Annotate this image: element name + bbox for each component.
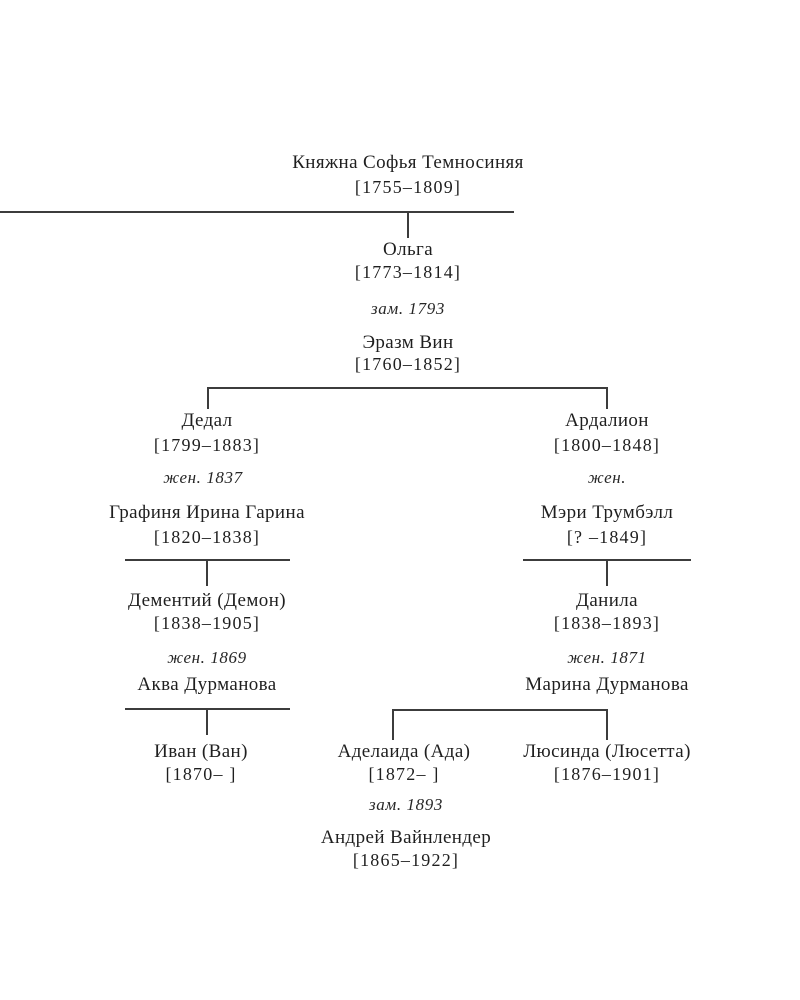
person-name-ivan: Иван (Ван) (154, 741, 248, 762)
person-dates-lucetta: [1876–1901] (553, 764, 661, 784)
person-name-dementiy: Дементий (Демон) (127, 590, 287, 611)
bracket-gen2-left-vertical (207, 387, 209, 409)
person-dates-erasm: [1760–1852] (354, 354, 462, 374)
marriage-label-ada: зам. 1893 (369, 795, 443, 814)
person-dates-ada: [1872– ] (368, 764, 440, 784)
person-dates-ardalion: [1800–1848] (553, 435, 661, 455)
bracket-gen2-right-vertical (606, 387, 608, 409)
person-name-olga: Ольга (382, 239, 434, 260)
person-name-sofia: Княжна Софья Темносиняя (292, 152, 524, 173)
person-dates-sofia: [1755–1809] (354, 177, 462, 197)
tee-ivan-vertical (206, 708, 208, 735)
marriage-label-ardalion: жен. (587, 468, 627, 487)
person-dates-andrey: [1865–1922] (352, 850, 460, 870)
person-dates-mary: [? –1849] (566, 527, 648, 547)
marriage-label-dementiy: жен. 1869 (167, 648, 247, 667)
person-name-erasm: Эразм Вин (362, 332, 454, 353)
bracket-gen2-horizontal (207, 387, 608, 389)
bracket-gen5-right-vertical (606, 709, 608, 740)
person-dates-olga: [1773–1814] (354, 262, 462, 282)
person-name-lucetta: Люсинда (Люсетта) (523, 741, 691, 762)
person-dates-danila: [1838–1893] (553, 613, 661, 633)
person-name-irina: Графиня Ирина Гарина (109, 502, 305, 523)
tee-dementiy-vertical (206, 559, 208, 586)
person-name-mary: Мэри Трумбэлл (540, 502, 674, 523)
person-dates-dedal: [1799–1883] (153, 435, 261, 455)
person-name-andrey: Андрей Вайнлендер (320, 827, 492, 848)
person-dates-ivan: [1870– ] (165, 764, 237, 784)
person-name-marina: Марина Дурманова (525, 674, 689, 695)
connector-top-vertical-olga (407, 211, 409, 238)
bracket-gen5-horizontal (392, 709, 608, 711)
person-dates-irina: [1820–1838] (153, 527, 261, 547)
person-name-ardalion: Ардалион (565, 410, 649, 431)
connector-top-horizontal (0, 211, 514, 213)
person-dates-dementiy: [1838–1905] (153, 613, 261, 633)
marriage-label-olga: зам. 1793 (371, 299, 445, 318)
person-name-danila: Данила (575, 590, 639, 611)
person-name-ada: Аделаида (Ада) (337, 741, 471, 762)
person-name-aqua: Аква Дурманова (137, 674, 277, 695)
bracket-gen5-left-vertical (392, 709, 394, 740)
tee-danila-vertical (606, 559, 608, 586)
marriage-label-danila: жен. 1871 (567, 648, 647, 667)
person-name-dedal: Дедал (181, 410, 233, 431)
marriage-label-dedal: жен. 1837 (163, 468, 243, 487)
